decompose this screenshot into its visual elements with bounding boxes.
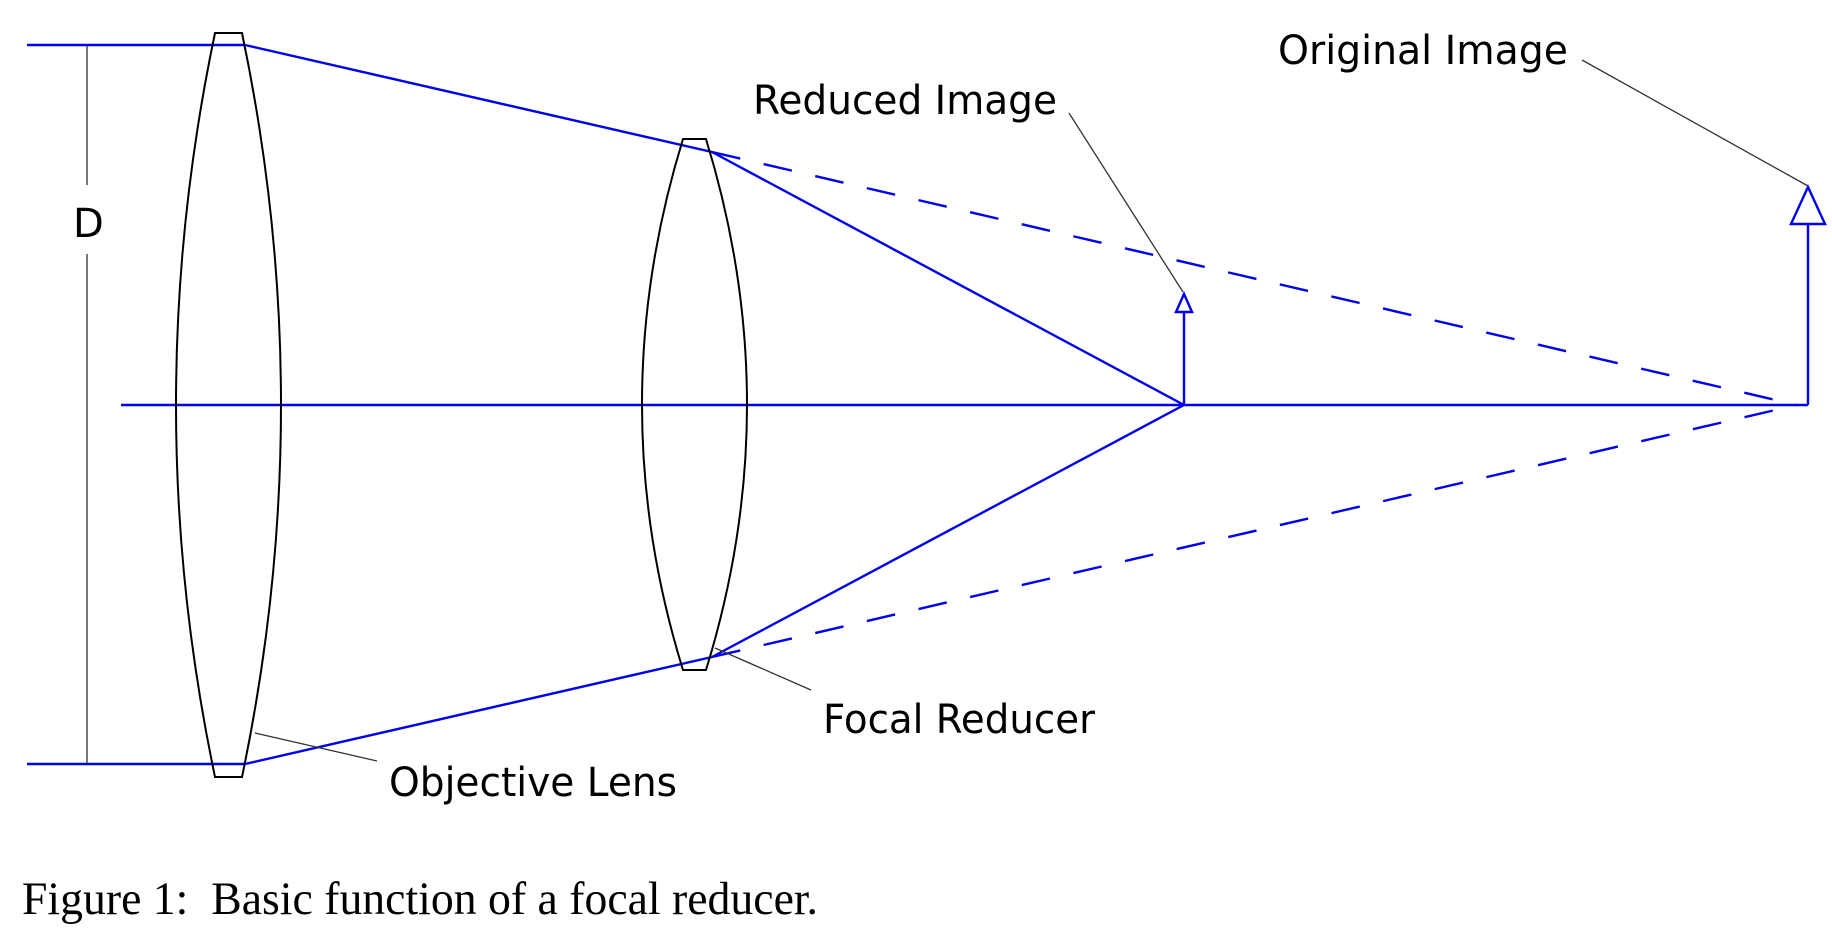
reduced-image-arrowhead <box>1174 291 1194 314</box>
focal-reducer-leader <box>714 647 812 691</box>
focal-reducer-label: Focal Reducer <box>823 697 1096 743</box>
original-ray-path-bottom <box>711 403 1798 659</box>
figure-caption: Figure 1: Basic function of a focal redu… <box>22 873 818 925</box>
converging-ray-bottom <box>244 655 713 766</box>
objective-lens <box>175 32 282 778</box>
objective-lens-leader <box>254 732 378 762</box>
original-ray-path-top <box>711 150 1798 407</box>
original-image-arrowhead <box>1789 184 1827 226</box>
objective-lens-label: Objective Lens <box>389 760 677 806</box>
aperture-label: D <box>73 201 104 247</box>
original-image-label: Original Image <box>1278 28 1568 74</box>
reduced-ray-top <box>711 150 1185 407</box>
reduced-ray-bottom <box>711 403 1185 659</box>
focal-reducer-lens <box>641 138 748 671</box>
reduced-image-leader <box>1068 112 1184 293</box>
reduced-image-label: Reduced Image <box>753 78 1057 124</box>
converging-ray-top <box>244 43 713 154</box>
original-image-leader <box>1581 59 1809 187</box>
